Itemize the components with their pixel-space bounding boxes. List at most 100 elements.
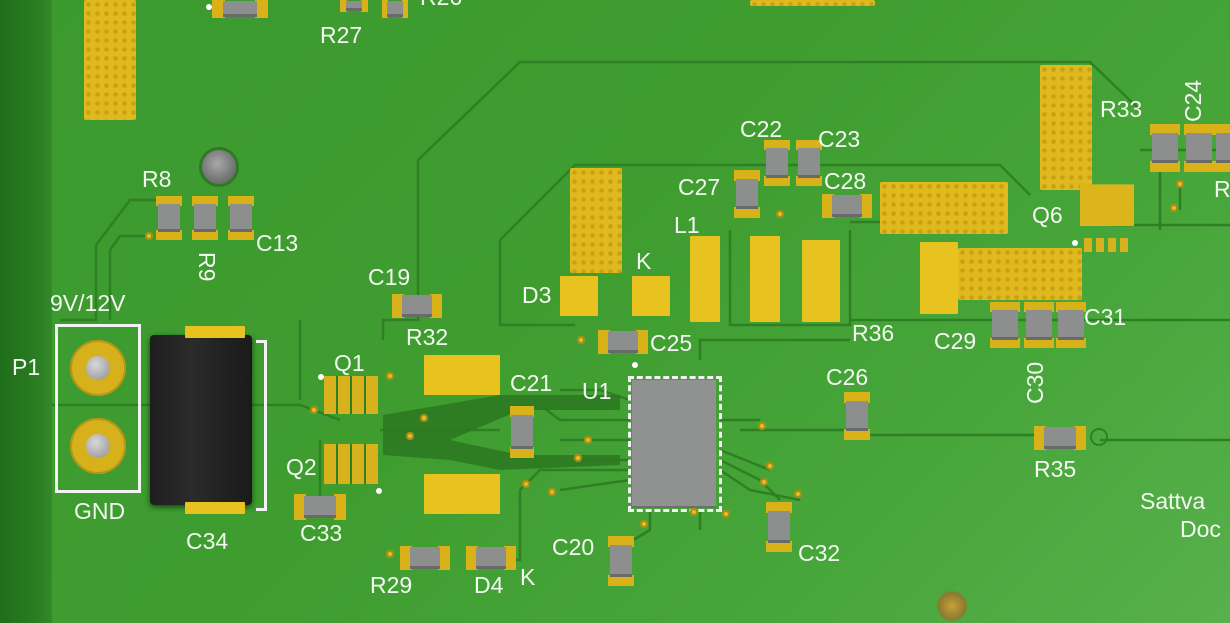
capacitor-c19 [392, 294, 442, 318]
label-r36: R36 [852, 320, 895, 346]
transistor-q1 [324, 376, 378, 414]
u1-silk-outline [628, 376, 722, 512]
d3-pad [560, 276, 598, 316]
resistor-r35 [1034, 426, 1086, 450]
label-r-partial: R [1214, 176, 1230, 202]
label-r29: R29 [370, 572, 413, 598]
label-c26: C26 [826, 364, 869, 390]
u1-pin1-marker [632, 362, 638, 368]
capacitor-c22 [764, 140, 790, 186]
capacitor-c28 [822, 194, 872, 218]
capacitor-c27 [734, 170, 760, 218]
label-c13: C13 [256, 230, 299, 256]
via [386, 372, 394, 380]
label-d3-k: K [636, 248, 652, 274]
via [1176, 180, 1184, 188]
silk-text-doc: Doc [1180, 516, 1221, 542]
q1-pin1-marker [318, 374, 324, 380]
label-r33: R33 [1100, 96, 1143, 122]
capacitor-c20 [608, 536, 634, 586]
label-c22: C22 [740, 116, 783, 142]
label-r8: R8 [142, 166, 172, 192]
via [766, 462, 774, 470]
label-r27: R27 [320, 22, 363, 48]
label-q2: Q2 [286, 454, 317, 480]
via [640, 520, 648, 528]
via [420, 414, 428, 422]
bottom-via [936, 590, 968, 622]
ic-u1 [632, 380, 716, 506]
via [760, 478, 768, 486]
label-c34: C34 [186, 528, 229, 554]
label-c28: C28 [824, 168, 867, 194]
r32-pad-top [424, 355, 500, 395]
label-c19: C19 [368, 264, 411, 290]
via [776, 210, 784, 218]
label-r32: R32 [406, 324, 449, 350]
c34-pad-bottom [185, 502, 245, 514]
thermal-via-field [880, 182, 1008, 234]
component-partial-right [1214, 124, 1230, 172]
thermal-via-field [570, 168, 622, 273]
r32-pad-bottom [424, 474, 500, 514]
connector-p1-outline [55, 324, 141, 493]
q6-pads [1084, 238, 1132, 252]
via [690, 508, 698, 516]
via [758, 422, 766, 430]
label-q6: Q6 [1032, 202, 1063, 228]
label-c20: C20 [552, 534, 595, 560]
label-gnd: GND [74, 498, 126, 524]
label-p1: P1 [12, 354, 41, 380]
label-c29: C29 [934, 328, 977, 354]
via [548, 488, 556, 496]
label-p1-voltage: 9V/12V [50, 290, 126, 316]
label-c25: C25 [650, 330, 693, 356]
label-c32: C32 [798, 540, 841, 566]
label-c21: C21 [510, 370, 553, 396]
silk-text-sattva: Sattva [1140, 488, 1206, 514]
label-d4-k: K [520, 564, 536, 590]
label-l1: L1 [674, 212, 700, 238]
via [722, 510, 730, 518]
capacitor-c30 [1024, 302, 1054, 348]
via [522, 480, 530, 488]
label-c31: C31 [1084, 304, 1127, 330]
r35-via-ring [1090, 428, 1108, 446]
label-r35: R35 [1034, 456, 1077, 482]
thermal-via-field [750, 0, 875, 6]
resistor-r8 [156, 196, 182, 240]
transistor-q6 [1080, 184, 1134, 226]
label-c23: C23 [818, 126, 861, 152]
capacitor-c25 [598, 330, 648, 354]
l1-pad-1 [690, 236, 720, 322]
via [145, 232, 153, 240]
capacitor-c32 [766, 502, 792, 552]
thermal-via-field [958, 248, 1082, 300]
connector-p1-pin-power [70, 340, 126, 396]
l1-pad-2 [750, 236, 780, 322]
resistor-r26-body [382, 0, 408, 18]
q2-pin1-marker [376, 488, 382, 494]
capacitor-c33 [294, 494, 346, 520]
thermal-via-field [84, 0, 136, 120]
via [584, 436, 592, 444]
capacitor-c31 [1056, 302, 1086, 348]
c34-pad-top [185, 326, 245, 338]
via [577, 336, 585, 344]
via [794, 490, 802, 498]
label-d3: D3 [522, 282, 552, 308]
capacitor-c13 [228, 196, 254, 240]
via [406, 432, 414, 440]
label-d4: D4 [474, 572, 504, 598]
capacitor-c26 [844, 392, 870, 440]
resistor-body [212, 0, 268, 18]
q6-pin1-marker [1072, 240, 1078, 246]
label-c30: C30 [1022, 361, 1048, 404]
via [1170, 204, 1178, 212]
label-q1: Q1 [334, 350, 365, 376]
label-c27: C27 [678, 174, 721, 200]
diode-d4 [466, 546, 516, 570]
label-u1: U1 [582, 378, 612, 404]
via [310, 406, 318, 414]
